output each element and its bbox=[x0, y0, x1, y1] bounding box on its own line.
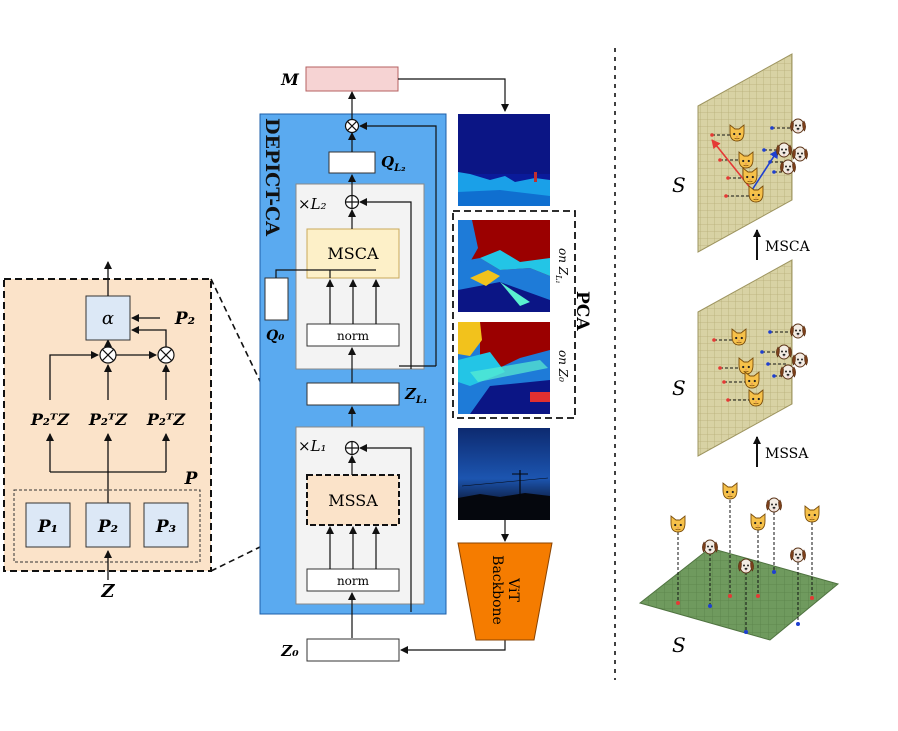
p2z-term-2: P₂ᵀZ bbox=[88, 410, 129, 429]
dog-icon bbox=[765, 497, 783, 513]
p1-label: P₁ bbox=[37, 517, 58, 537]
on-z0-label: on Z₀ bbox=[556, 350, 570, 382]
m-box bbox=[305, 66, 399, 92]
p2-input-label: P₂ bbox=[174, 309, 195, 329]
backbone-label: Backbone bbox=[489, 555, 505, 625]
oplus-icon bbox=[344, 194, 360, 210]
norm-bottom-label: norm bbox=[337, 574, 370, 588]
alpha-box bbox=[85, 295, 131, 341]
subspace-plane-bottom bbox=[638, 482, 840, 641]
p2z-term-1: P₂ᵀZ bbox=[30, 410, 71, 429]
depict-ca-title: DEPICT-CA bbox=[261, 118, 283, 236]
mssa-box bbox=[306, 474, 400, 526]
z0-label: Z₀ bbox=[280, 642, 299, 660]
q-l2-label: QL₂ bbox=[381, 153, 406, 174]
times-l1-label: ×L₁ bbox=[298, 437, 327, 455]
s-bottom-label: S bbox=[672, 633, 686, 657]
otimes-icon bbox=[99, 346, 117, 364]
p-group-box bbox=[13, 489, 201, 563]
vit-label: ViT bbox=[505, 577, 521, 602]
sky-photo bbox=[458, 428, 550, 520]
pca-group-box bbox=[452, 210, 576, 419]
cat-icon bbox=[670, 515, 686, 533]
dog-icon bbox=[789, 118, 807, 134]
cat-icon bbox=[750, 513, 766, 531]
s-top-label: S bbox=[672, 173, 686, 197]
s-mid-label: S bbox=[672, 376, 686, 400]
q-l2-box bbox=[328, 151, 376, 174]
cat-icon bbox=[722, 482, 738, 500]
cat-icon bbox=[804, 505, 820, 523]
p-group-label: P bbox=[184, 469, 199, 489]
msca-label: MSCA bbox=[327, 244, 379, 263]
z-l1-box bbox=[306, 382, 400, 406]
alpha-label: α bbox=[102, 308, 114, 329]
dog-icon bbox=[789, 323, 807, 339]
z-l1-label: ZL₁ bbox=[404, 385, 427, 406]
otimes-icon bbox=[344, 118, 360, 134]
p3-label: P₃ bbox=[155, 517, 176, 537]
dog-icon bbox=[791, 352, 809, 368]
times-l2-label: ×L₂ bbox=[298, 195, 327, 213]
p1-box bbox=[25, 502, 71, 548]
m-label: M bbox=[280, 70, 300, 89]
mssa-arrow: MSSA bbox=[753, 436, 809, 467]
z-input-label: Z bbox=[100, 581, 115, 602]
pca-label: PCA bbox=[572, 291, 592, 331]
msca-arrow: MSCA bbox=[753, 229, 811, 260]
q0-box bbox=[264, 277, 289, 321]
pca-map-z0 bbox=[458, 322, 550, 414]
p2-label: P₂ bbox=[97, 517, 118, 537]
otimes-icon bbox=[157, 346, 175, 364]
mssa-label: MSSA bbox=[328, 491, 378, 510]
oplus-icon bbox=[344, 440, 360, 456]
pca-map-zl1 bbox=[458, 220, 550, 312]
segmentation-map bbox=[458, 114, 550, 206]
on-zl1-label: on ZL₁ bbox=[554, 248, 570, 284]
dog-icon bbox=[789, 547, 807, 563]
z0-box bbox=[306, 638, 400, 662]
subspace-plane-middle bbox=[697, 259, 809, 457]
dog-icon bbox=[791, 146, 809, 162]
subspace-plane-top bbox=[697, 53, 809, 253]
depict-ca-block: DEPICT-CA ×L₂ MSCA norm Q₀ QL₂ bbox=[259, 91, 447, 638]
msca-arrow-label: MSCA bbox=[765, 239, 811, 255]
norm-top-label: norm bbox=[337, 329, 370, 343]
p2z-term-3: P₂ᵀZ bbox=[146, 410, 187, 429]
mssa-arrow-label: MSSA bbox=[765, 446, 809, 462]
mssa-detail-panel: P₁ P₂ P₃ P Z P₂ᵀZ P₂ᵀZ P₂ᵀZ α P₂ bbox=[3, 261, 212, 602]
q0-label: Q₀ bbox=[266, 328, 284, 344]
vit-backbone-block: ViT Backbone bbox=[457, 542, 553, 641]
p3-box bbox=[143, 502, 189, 548]
